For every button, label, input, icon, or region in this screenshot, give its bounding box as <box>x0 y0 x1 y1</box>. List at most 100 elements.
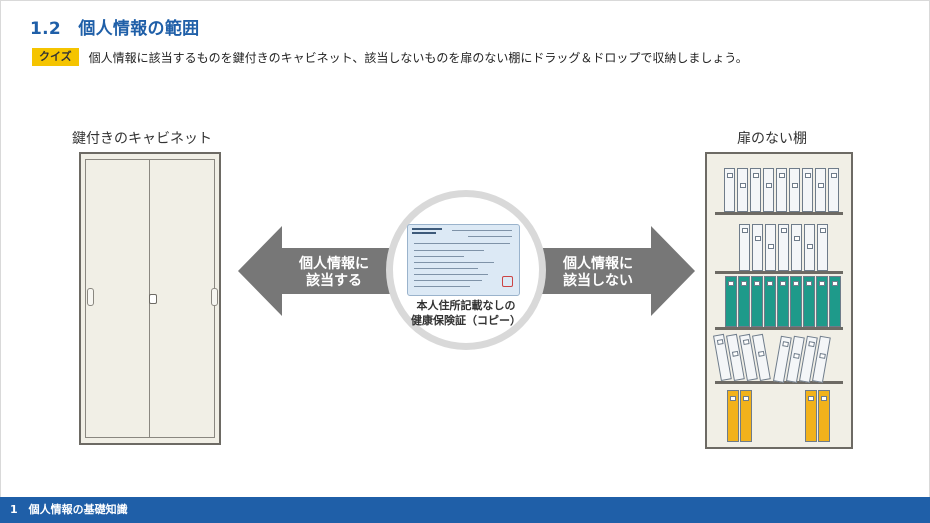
left-arrow-icon <box>238 226 396 316</box>
card-line <box>414 243 510 244</box>
cabinet-left-handle-icon <box>87 288 94 306</box>
binder-label-icon <box>793 281 799 286</box>
binder-icon <box>737 168 748 212</box>
binder-label-icon <box>752 173 759 178</box>
card-header-lines-icon <box>412 228 442 234</box>
binder-label-icon <box>791 183 798 188</box>
binder-icon <box>828 168 839 212</box>
quiz-badge: クイズ <box>32 48 79 66</box>
card-line <box>414 250 484 251</box>
binder-label-icon <box>728 281 734 286</box>
binder-icon <box>765 224 776 271</box>
binder-icon <box>752 224 763 271</box>
binder-label-icon <box>781 341 789 348</box>
quiz-instruction-text: 個人情報に該当するものを鍵付きのキャビネット、該当しないものを扉のない棚にドラッ… <box>88 50 748 65</box>
binder-icon <box>805 390 817 442</box>
binder-icon <box>763 168 774 212</box>
binder-icon <box>791 224 802 271</box>
card-line <box>452 230 512 231</box>
binder-label-icon <box>757 350 765 357</box>
binder-label-icon <box>832 281 838 286</box>
binder-label-icon <box>730 396 736 401</box>
binder-icon <box>829 276 841 327</box>
binder-icon <box>776 168 787 212</box>
item-caption: 本人住所記載なしの 健康保険証（コピー） <box>396 298 536 328</box>
binder-label-icon <box>780 281 786 286</box>
binder-label-icon <box>739 183 746 188</box>
health-insurance-card-icon <box>407 224 520 296</box>
binder-icon <box>804 224 815 271</box>
binder-icon <box>727 390 739 442</box>
binder-label-icon <box>808 396 814 401</box>
binder-icon <box>815 168 826 212</box>
binder-icon <box>764 276 776 327</box>
binder-label-icon <box>767 281 773 286</box>
quiz-instruction-row: クイズ 個人情報に該当するものを鍵付きのキャビネット、該当しないものを扉のない棚… <box>32 48 748 66</box>
binder-label-icon <box>821 396 827 401</box>
binder-label-icon <box>767 244 774 249</box>
binder-label-icon <box>743 396 749 401</box>
binder-label-icon <box>830 173 837 178</box>
open-shelf-label: 扉のない棚 <box>737 131 807 147</box>
locked-cabinet-drop-target[interactable] <box>79 152 221 445</box>
item-caption-line2: 健康保険証（コピー） <box>411 314 521 327</box>
binder-label-icon <box>817 183 824 188</box>
binder-label-icon <box>778 173 785 178</box>
binder-label-icon <box>716 339 724 346</box>
locked-cabinet-label: 鍵付きのキャビネット <box>72 131 212 147</box>
right-arrow-icon <box>537 226 695 316</box>
binder-label-icon <box>731 350 739 357</box>
binder-label-icon <box>819 281 825 286</box>
binder-label-icon <box>819 228 826 233</box>
cabinet-right-handle-icon <box>211 288 218 306</box>
shelf-board <box>715 271 843 274</box>
binder-label-icon <box>780 228 787 233</box>
binder-icon <box>789 168 800 212</box>
binder-label-icon <box>792 352 800 359</box>
footer-chapter-bar: 1 個人情報の基礎知識 <box>0 497 930 523</box>
binder-icon <box>740 390 752 442</box>
right-arrow-label: 個人情報に 該当しない <box>563 256 633 289</box>
binder-label-icon <box>765 183 772 188</box>
binder-label-icon <box>754 281 760 286</box>
page-title: 1.2 個人情報の範囲 <box>30 19 200 39</box>
binder-icon <box>816 276 828 327</box>
binder-icon <box>778 224 789 271</box>
card-line <box>414 256 464 257</box>
card-line <box>414 268 478 269</box>
binder-label-icon <box>807 341 815 348</box>
binder-icon <box>777 276 789 327</box>
binder-icon <box>738 276 750 327</box>
binder-icon <box>818 390 830 442</box>
binder-icon <box>817 224 828 271</box>
card-line <box>414 262 494 263</box>
shelf-board <box>715 212 843 215</box>
card-stamp-icon <box>502 276 513 287</box>
binder-icon <box>724 168 735 212</box>
open-shelf-drop-target[interactable] <box>705 152 853 449</box>
binder-icon <box>750 168 761 212</box>
binder-label-icon <box>806 244 813 249</box>
binder-label-icon <box>818 352 826 359</box>
left-arrow-label: 個人情報に 該当する <box>299 256 369 289</box>
card-line <box>468 236 512 237</box>
binder-label-icon <box>741 281 747 286</box>
binder-icon <box>739 224 750 271</box>
shelf-board <box>715 327 843 330</box>
binder-icon <box>803 276 815 327</box>
binder-label-icon <box>726 173 733 178</box>
binder-icon <box>802 168 813 212</box>
binder-label-icon <box>754 236 761 241</box>
shelf-board <box>715 381 843 384</box>
cabinet-lock-icon <box>149 294 157 304</box>
binder-label-icon <box>793 236 800 241</box>
item-caption-line1: 本人住所記載なしの <box>416 299 516 312</box>
binder-label-icon <box>742 339 750 346</box>
card-line <box>414 280 482 281</box>
binder-label-icon <box>741 228 748 233</box>
binder-icon <box>790 276 802 327</box>
binder-icon <box>751 276 763 327</box>
binder-icon <box>725 276 737 327</box>
card-line <box>414 274 488 275</box>
binder-label-icon <box>804 173 811 178</box>
